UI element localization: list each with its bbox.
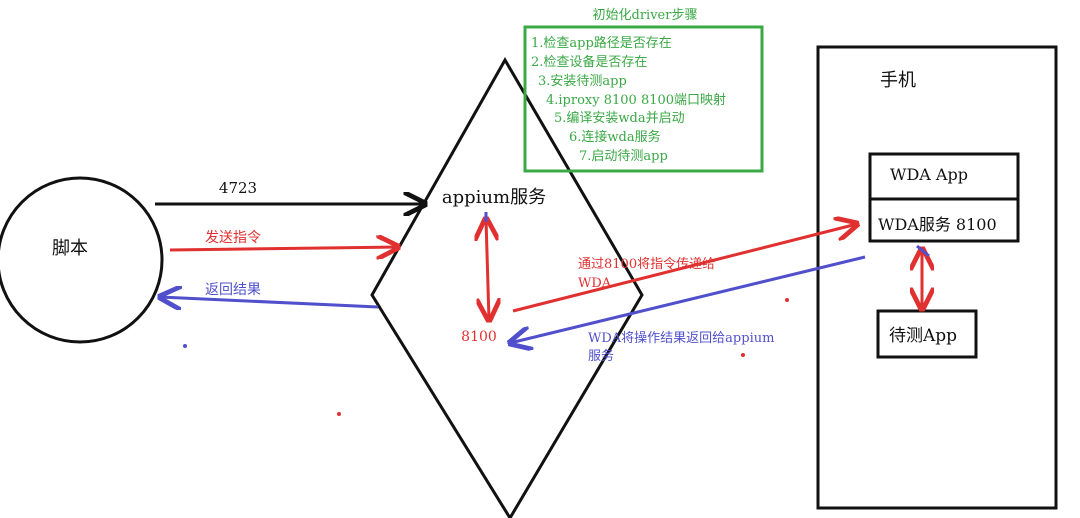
phone-box: [816, 45, 1058, 510]
return-result-label: 返回结果: [205, 282, 261, 298]
init-step: 2.检查设备是否存在: [531, 54, 647, 70]
init-step: 6.连接wda服务: [569, 129, 661, 145]
appium-port-link-arrow: [486, 219, 489, 320]
send-command-arrow: [169, 247, 398, 250]
script-circle: [0, 176, 164, 344]
wda-service-label: WDA服务 8100: [878, 215, 997, 234]
stray-dot: [337, 412, 341, 416]
appium-label: appium服务: [442, 187, 546, 208]
send-command-label: 发送指令: [205, 230, 261, 246]
return-result-arrow: [160, 297, 379, 307]
wda-return-label-line2: 服务: [588, 348, 614, 364]
forward-to-wda-label-line2: WDA: [578, 276, 612, 291]
port-4723-label: 4723: [219, 179, 257, 197]
forward-to-wda-arrow: [512, 224, 857, 313]
init-step: 4.iproxy 8100 8100端口映射: [546, 92, 726, 108]
stray-dot: [741, 353, 745, 357]
wda-target-link-accent: [916, 244, 930, 258]
init-step: 5.编译安装wda并启动: [554, 111, 685, 126]
wda-app-label: WDA App: [890, 165, 968, 184]
phone-title: 手机: [880, 70, 916, 91]
init-step: 3.安装待测app: [538, 74, 627, 89]
init-steps-box: [523, 25, 764, 173]
forward-to-wda-label-line1: 通过8100将指令传递给: [578, 257, 715, 272]
script-label: 脚本: [52, 238, 88, 259]
init-step: 1.检查app路径是否存在: [531, 35, 672, 51]
appium-diamond: [370, 56, 644, 518]
wda-return-arrow: [510, 255, 866, 343]
init-steps-list: 1.检查app路径是否存在 2.检查设备是否存在 3.安装待测app 4.ipr…: [531, 35, 726, 164]
stray-dot: [183, 344, 187, 348]
appium-port-label: 8100: [461, 329, 497, 345]
init-step: 7.启动待测app: [579, 149, 668, 164]
target-app-label: 待测App: [889, 326, 957, 346]
stray-dot: [785, 298, 789, 302]
wda-return-label-line1: WDA将操作结果返回给appium: [588, 330, 774, 346]
init-box-title: 初始化driver步骤: [593, 8, 698, 23]
